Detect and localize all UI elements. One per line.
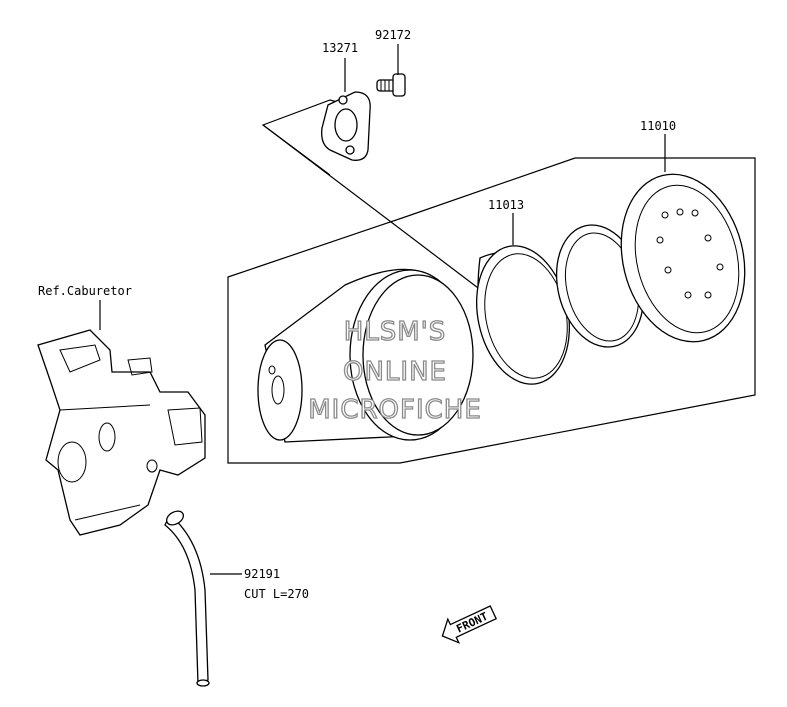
front-arrow-icon: FRONT [441, 605, 498, 644]
air-cleaner-case[interactable] [257, 268, 474, 443]
carburetor-part [37, 329, 206, 536]
watermark-line-2: ONLINE [343, 357, 447, 387]
ref-carburetor-label: Ref.Caburetor [38, 284, 132, 298]
watermark-line-1: HLSM'S [344, 317, 447, 347]
assembly-outline [227, 157, 756, 464]
bolt-label: 92172 [375, 28, 411, 42]
element-part[interactable] [464, 237, 581, 393]
hose-cut-label: CUT L=270 [244, 587, 309, 601]
cleaner-assy-label: 11010 [640, 119, 676, 133]
cover-part[interactable] [604, 161, 762, 355]
gasket-guide-line [262, 124, 491, 298]
hose-label: 92191 [244, 567, 280, 581]
gasket-label: 13271 [322, 41, 358, 55]
element-label: 11013 [488, 198, 524, 212]
hose-part[interactable] [164, 508, 210, 687]
watermark-line-3: MICROFICHE [308, 395, 482, 425]
front-label: FRONT [454, 610, 490, 636]
gasket-part[interactable] [321, 91, 371, 161]
bolt-part[interactable] [376, 73, 406, 97]
